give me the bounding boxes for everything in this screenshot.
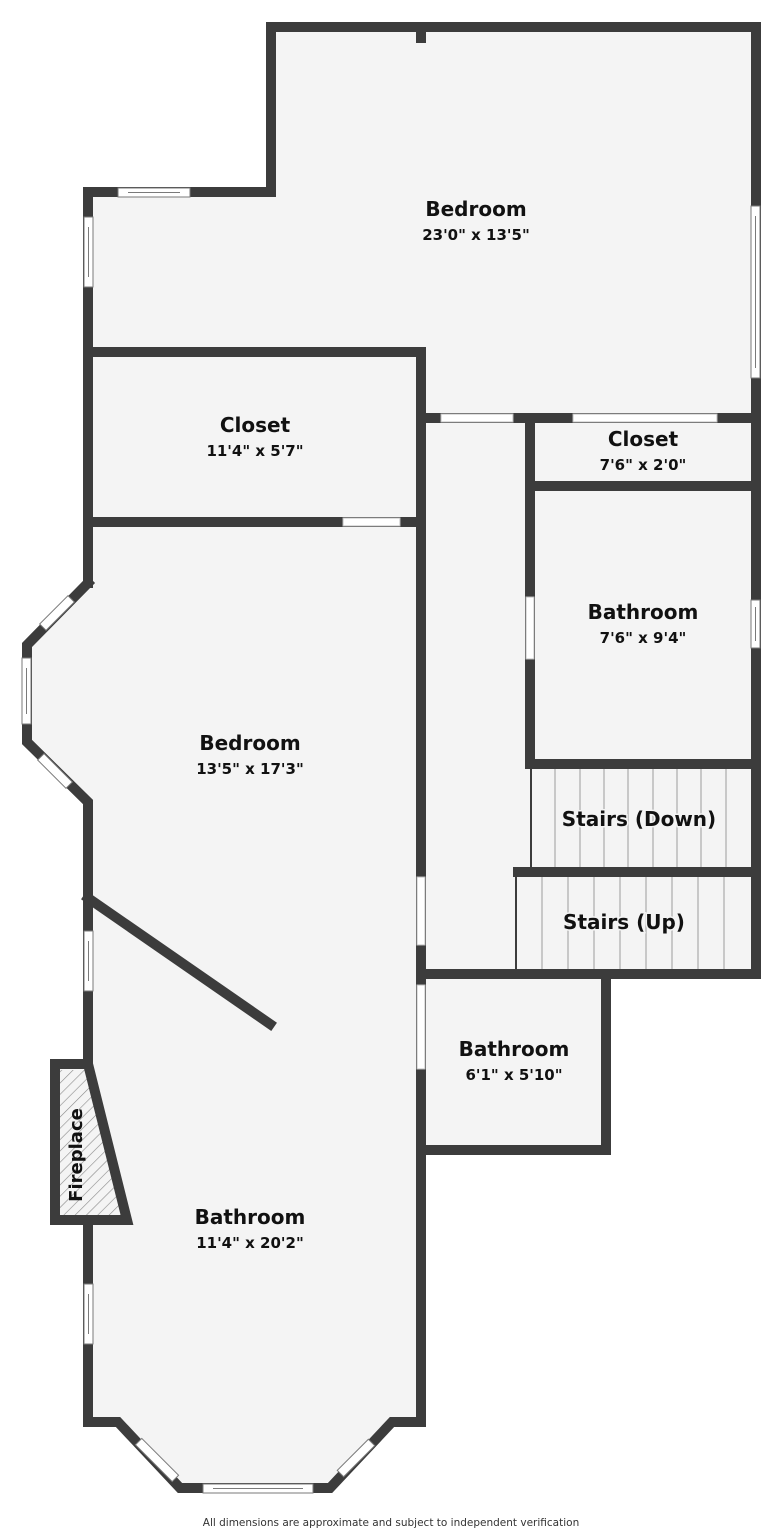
room-bathroom-right: Bathroom 7'6" x 9'4"	[586, 599, 700, 649]
room-dimensions: 6'1" x 5'10"	[465, 1066, 562, 1084]
fireplace-label: Fireplace	[66, 1108, 87, 1202]
room-bedroom-left: Bedroom 13'5" x 17'3"	[195, 730, 306, 780]
doorways	[342, 413, 718, 1070]
room-dimensions: 7'6" x 2'0"	[600, 456, 687, 474]
windows	[21, 187, 761, 1494]
room-name: Bathroom	[588, 600, 699, 624]
room-stairs-up: Stairs (Up)	[562, 909, 687, 936]
room-name: Closet	[220, 413, 291, 437]
room-dimensions: 13'5" x 17'3"	[196, 760, 304, 778]
room-name: Bedroom	[199, 731, 300, 755]
room-bedroom-top: Bedroom 23'0" x 13'5"	[421, 196, 532, 246]
room-name: Bathroom	[459, 1037, 570, 1061]
room-name: Closet	[608, 427, 679, 451]
floor-fills	[27, 27, 756, 1488]
room-dimensions: 11'4" x 20'2"	[196, 1234, 304, 1252]
diagonal-windows	[36, 594, 376, 1483]
stairs-down-treads	[554, 768, 727, 868]
room-dimensions: 11'4" x 5'7"	[206, 442, 303, 460]
room-closet-left: Closet 11'4" x 5'7"	[205, 412, 305, 462]
room-dimensions: 7'6" x 9'4"	[600, 629, 687, 647]
room-stairs-down: Stairs (Down)	[560, 806, 717, 833]
room-name: Bathroom	[195, 1205, 306, 1229]
fireplace-hatch	[60, 1070, 124, 1216]
room-closet-right: Closet 7'6" x 2'0"	[598, 426, 688, 476]
room-bathroom-small: Bathroom 6'1" x 5'10"	[457, 1036, 571, 1086]
stair-edges	[515, 768, 532, 970]
room-bathroom-large: Bathroom 11'4" x 20'2"	[193, 1204, 307, 1254]
stairs-up-treads	[541, 876, 725, 970]
room-name: Stairs (Up)	[563, 910, 685, 934]
room-name: Stairs (Down)	[562, 807, 716, 831]
room-dimensions: 23'0" x 13'5"	[422, 226, 530, 244]
disclaimer-footer: All dimensions are approximate and subje…	[202, 1517, 580, 1529]
room-name: Bedroom	[425, 197, 526, 221]
